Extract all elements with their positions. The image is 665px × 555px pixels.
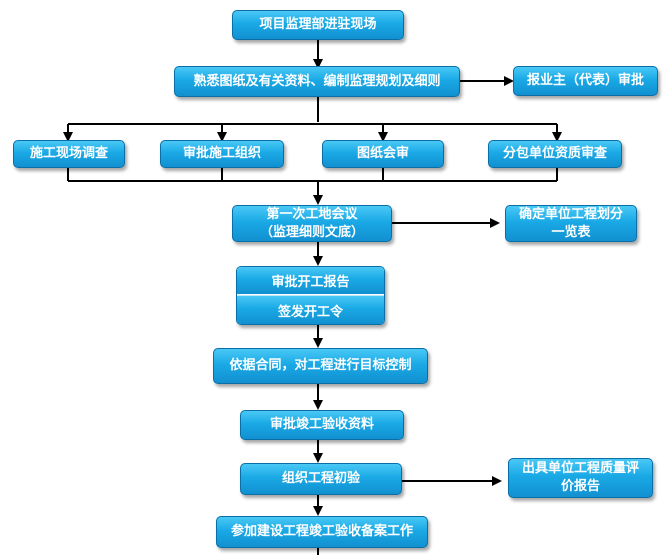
node-owner-approval: 报业主（代表）审批 [513, 66, 658, 96]
node-study-drawings: 熟悉图纸及有关资料、编制监理规划及细则 [174, 66, 460, 97]
node-quality-report: 出具单位工程质量评 价报告 [508, 458, 653, 498]
node-first-site-meeting-line-2: （监理细则文底） [259, 224, 364, 240]
node-start-report-approve: 审批开工报告 [237, 267, 384, 294]
node-start-report: 审批开工报告 签发开工令 [236, 266, 385, 325]
node-subcontractor-review: 分包单位资质审查 [488, 140, 622, 168]
node-enter-site: 项目监理部进驻现场 [232, 10, 404, 40]
node-unit-division-list: 确定单位工程划分 一览表 [505, 205, 637, 242]
node-quality-report-line-2: 价报告 [560, 479, 600, 494]
node-first-site-meeting: 第一次工地会议 （监理细则文底） [232, 205, 392, 242]
node-preliminary-inspection: 组织工程初验 [240, 463, 402, 495]
node-unit-division-list-line-2: 一览表 [551, 224, 591, 240]
node-approve-completion-docs: 审批竣工验收资料 [240, 410, 404, 440]
node-quality-report-line-1: 出具单位工程质量评 [521, 461, 639, 476]
node-target-control: 依据合同，对工程进行目标控制 [213, 348, 428, 384]
node-completion-filing: 参加建设工程竣工验收备案工作 [216, 516, 428, 548]
node-unit-division-list-line-1: 确定单位工程划分 [518, 206, 623, 222]
node-drawing-review: 图纸会审 [322, 140, 444, 168]
node-approve-construction-org: 审批施工组织 [160, 140, 284, 168]
node-start-report-issue-order: 签发开工令 [237, 295, 384, 324]
node-site-survey: 施工现场调查 [13, 140, 125, 168]
node-first-site-meeting-line-1: 第一次工地会议 [266, 206, 358, 222]
